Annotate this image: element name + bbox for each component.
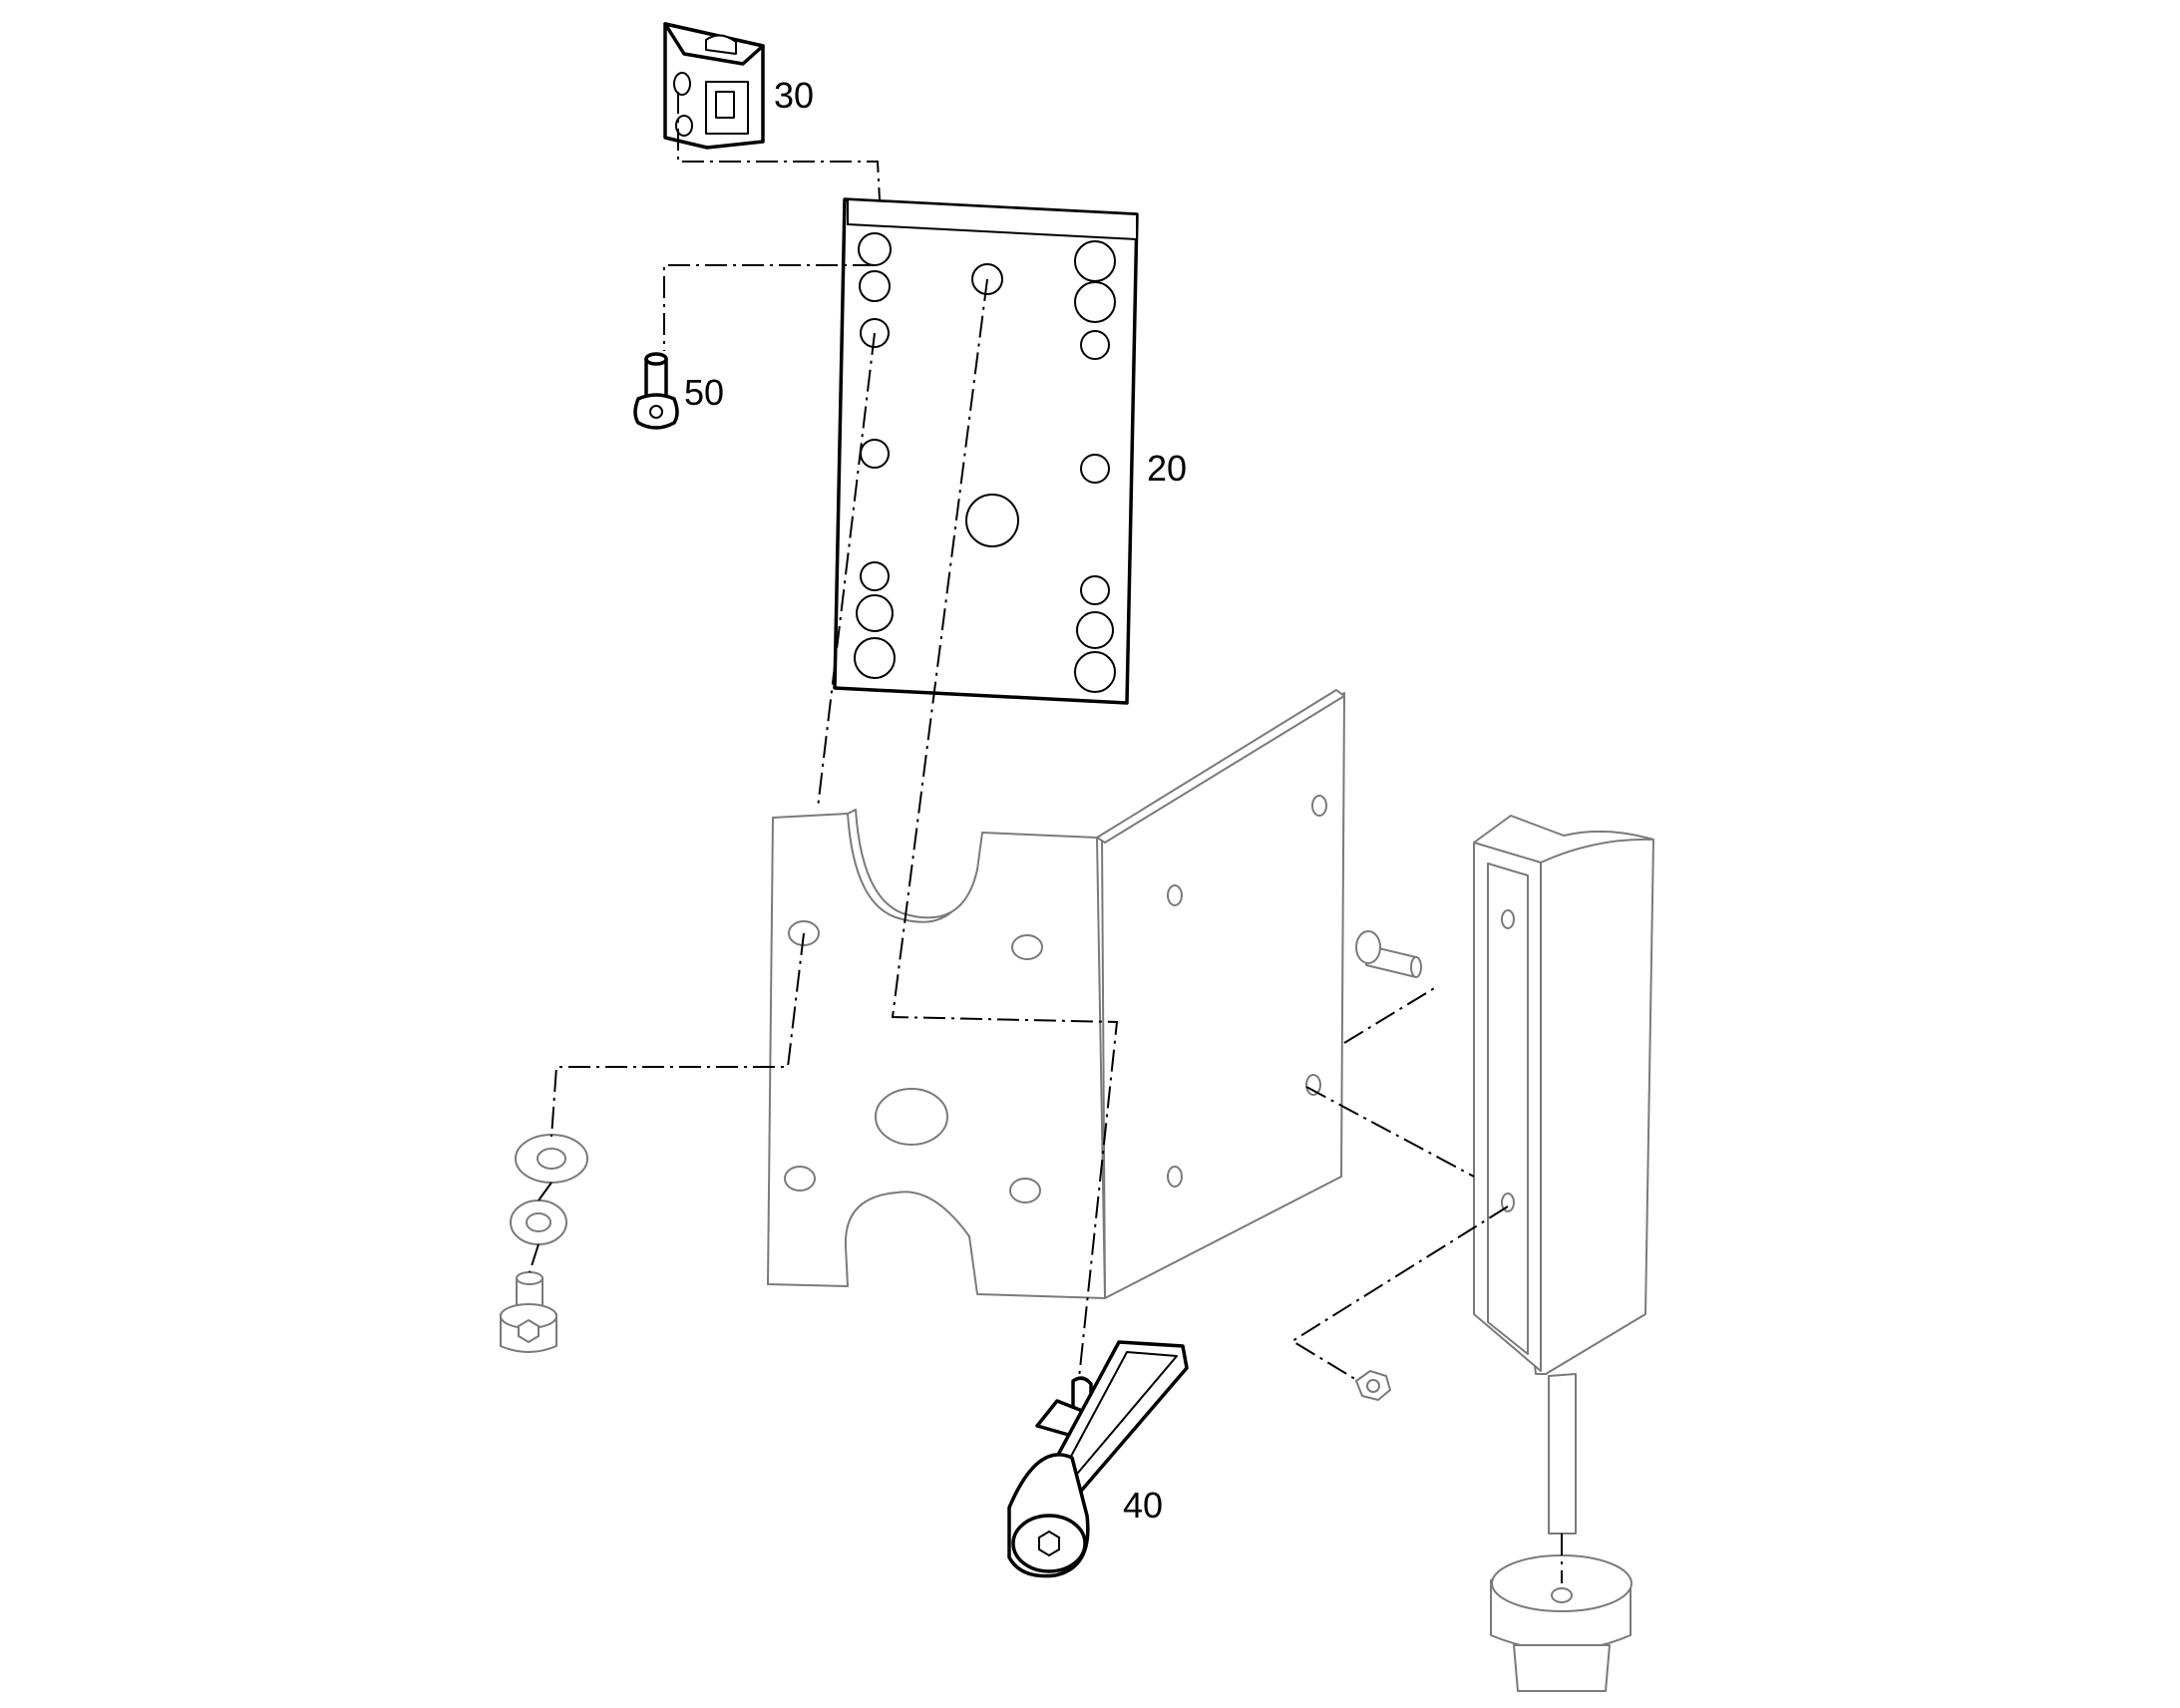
washer-large: [515, 1134, 588, 1184]
part-20-mounting-plate: [833, 197, 1139, 705]
part-50-screw: [633, 352, 679, 430]
callout-20: 20: [1147, 448, 1187, 489]
part-40-clamping-lever: [1007, 1340, 1189, 1578]
assembly-leader-lines: [529, 92, 1563, 1583]
part-30-clamp-block: [663, 22, 765, 150]
hex-nut: [1355, 1370, 1391, 1401]
angle-bracket: [767, 689, 1345, 1299]
pin-screw: [1355, 930, 1422, 978]
washer-small: [510, 1199, 567, 1245]
bracket-holes: [784, 795, 1327, 1203]
door-handle-bar: [1473, 815, 1654, 1692]
callout-30: 30: [774, 75, 814, 116]
socket-head-screw: [500, 1271, 557, 1353]
callout-40: 40: [1123, 1485, 1163, 1526]
callout-50: 50: [684, 372, 724, 413]
